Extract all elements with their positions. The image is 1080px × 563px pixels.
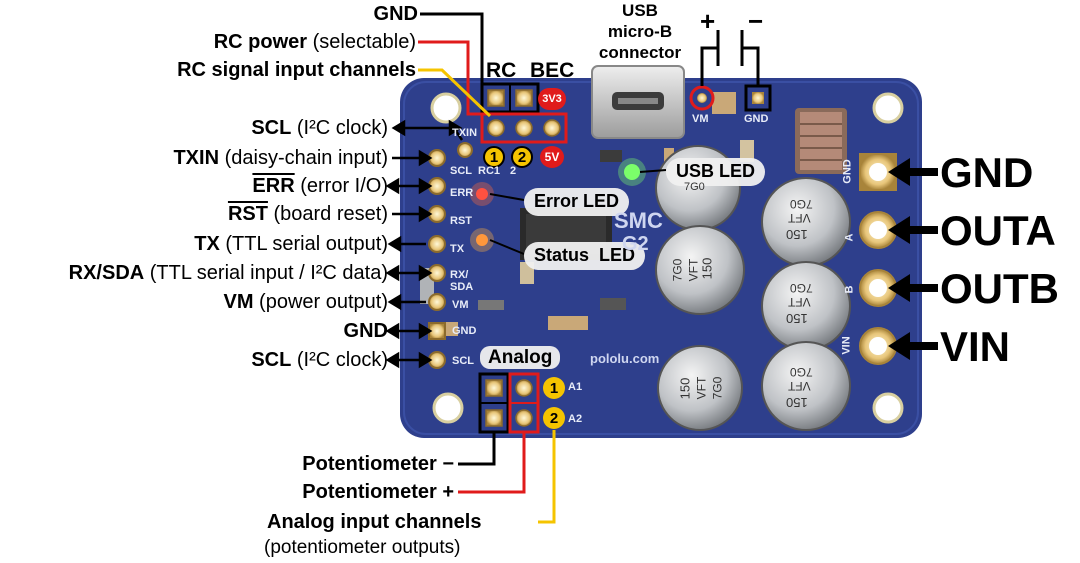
silk-rc2: 2 [510,165,517,177]
label-usb-connector: USB micro-B connector [598,1,682,62]
label-rc-signal: RC signal input channels [177,59,416,81]
badge-3v3: 3V3 [538,88,566,110]
cap4-code2: 7G0 [790,281,813,295]
label-scl-top: SCL (I²C clock) [251,117,388,139]
label-tx: TX (TTL serial output) [194,233,388,255]
cap5-value: 150 [677,377,693,400]
silk-err: ERR [450,187,474,199]
label-analog: Analog [480,346,561,369]
badge-5v: 5V [540,146,564,168]
cap3-value: 150 [699,257,715,280]
board-website: pololu.com [590,351,660,366]
callout-status-led: Status LED [524,242,646,270]
label-outb: OUTB [940,265,1059,312]
label-rc-power: RC power (selectable) [213,31,416,53]
label-analog-sub: (potentiometer outputs) [264,537,461,558]
cap6-code2: 7G0 [790,365,813,379]
cap5-code: VFT [694,376,709,400]
silk-rst: RST [450,215,472,227]
label-minus: − [748,6,764,36]
label-pot-minus: Potentiometer − [302,453,454,475]
mounting-hole [430,92,462,124]
mounting-hole [432,392,464,424]
label-analog-inputs: Analog input channels [267,511,482,533]
cap2-code2: 7G0 [790,197,813,211]
mounting-hole [872,392,904,424]
silk-out-vin: VIN [840,336,853,355]
silk-rc1: RC1 [478,165,501,177]
board-logo-version: G2 [622,233,649,255]
rc-header [480,82,568,144]
cap4-value: 150 [786,311,808,326]
silk-sda: SDA [450,281,474,293]
label-gnd-top: GND [373,3,418,25]
board-logo: SMC [614,208,663,233]
silk-out-gnd: GND [841,159,854,184]
silk-a2: A2 [568,413,583,425]
label-outa: OUTA [940,207,1056,254]
top-wires [418,12,760,118]
silk-scl-bottom: SCL [452,355,474,367]
badge-rc-ch1: 1 [483,146,505,168]
badge-analog-ch2: 2 [543,407,565,429]
label-vin: VIN [940,323,1011,370]
label-rc: RC [486,59,517,82]
output-arrows [888,158,938,360]
label-err: ERR (error I/O) [252,175,388,197]
label-gnd-left: GND [343,320,388,342]
silk-scl: SCL [450,165,472,177]
capacitor-5 [657,345,743,431]
cap3-code2: 7G0 [670,258,685,282]
capacitor-3 [655,225,745,315]
callout-usb-led: USB LED [666,158,766,186]
label-rx-sda: RX/SDA (TTL serial input / I²C data) [68,262,388,284]
mounting-hole [872,92,904,124]
cap1-code: 7G0 [684,181,705,193]
cap5-code2: 7G0 [710,376,725,400]
silk-tx: TX [450,243,465,255]
left-arrows [385,119,464,369]
usb-led [624,164,640,180]
cap6-code: VFT [788,379,811,393]
silk-vm-top: VM [692,113,709,125]
cap3-code: VFT [686,258,701,282]
label-bec: BEC [530,59,575,82]
label-rst: RST (board reset) [227,203,388,225]
silk-txin: TXIN [452,127,478,139]
badge-rc-ch2: 2 [511,146,533,168]
silk-out-b: B [843,285,856,294]
analog-header [478,372,540,434]
cap6-value: 150 [786,395,808,410]
silk-rx: RX/ [450,269,469,281]
cap2-code: VFT [788,211,811,225]
label-gnd-output: GND [940,149,1034,196]
capacitor-6 [761,341,851,431]
label-scl-bottom: SCL (I²C clock) [251,349,388,371]
silk-vm: VM [452,299,469,311]
silk-gnd: GND [452,325,477,337]
label-plus: + [700,6,716,36]
label-txin: TXIN (daisy-chain input) [173,147,388,169]
silk-a1: A1 [568,381,583,393]
bottom-wires [458,430,556,524]
label-vm: VM (power output) [223,291,388,313]
error-led [476,188,488,200]
silk-out-a: A [843,233,856,242]
status-led [476,234,488,246]
cap2-value: 150 [786,227,808,242]
silk-gnd-top: GND [744,113,769,125]
badge-analog-ch1: 1 [543,377,565,399]
label-pot-plus: Potentiometer + [302,481,454,503]
callout-error-led: Error LED [524,188,630,216]
cap4-code: VFT [788,295,811,309]
